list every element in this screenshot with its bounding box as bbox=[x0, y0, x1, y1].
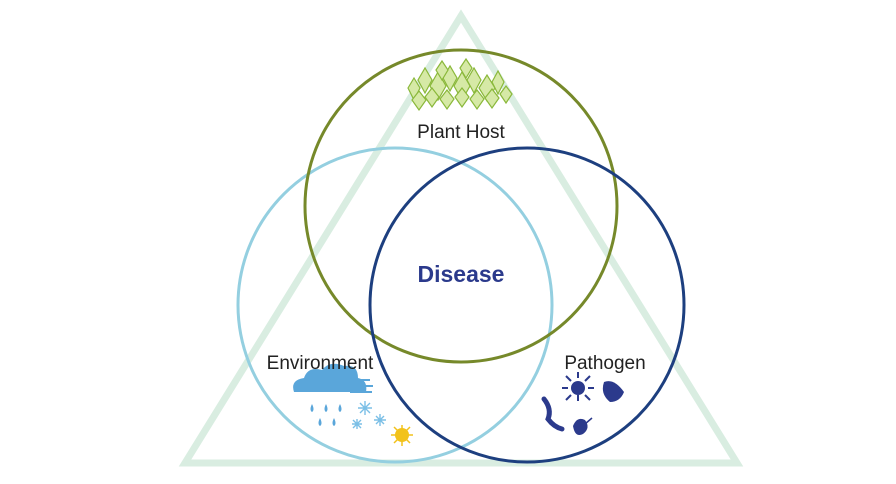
environment-label: Environment bbox=[267, 353, 374, 374]
weather-icon bbox=[293, 363, 413, 446]
background-triangle bbox=[178, 9, 744, 467]
microbes-icon bbox=[541, 372, 624, 435]
pathogen-circle bbox=[368, 146, 686, 464]
disease-label: Disease bbox=[418, 261, 505, 287]
leaves-icon bbox=[407, 57, 513, 112]
plant-host-label: Plant Host bbox=[417, 122, 505, 143]
pathogen-label: Pathogen bbox=[564, 353, 645, 374]
plant-host-circle bbox=[303, 48, 619, 364]
environment-circle bbox=[236, 146, 554, 464]
